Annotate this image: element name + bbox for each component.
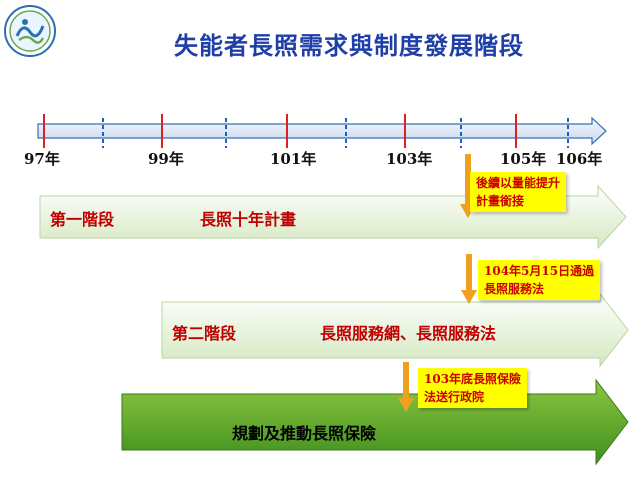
callout-capacity-plan: 後續以量能提升 計畫銜接 xyxy=(470,172,567,212)
timeline-arrow xyxy=(37,116,607,146)
callout-service-act: 104年5月15日通過 長照服務法 xyxy=(478,260,601,300)
callout-2-line-2: 長照服務法 xyxy=(484,282,545,296)
year-label-106: 106年 xyxy=(556,150,603,168)
year-label-105: 105年 xyxy=(500,150,547,168)
callout-1-line-1: 後續以量能提升 xyxy=(476,176,561,190)
timeline xyxy=(0,112,638,152)
phase-2-arrow: 第二階段 長照服務網、長照服務法 xyxy=(160,292,630,368)
callout-3-line-1: 103年底長照保險 xyxy=(424,372,522,386)
year-label-97: 97年 xyxy=(24,150,60,168)
phase-3-content: 規劃及推動長照保險 xyxy=(232,424,377,443)
year-label-99: 99年 xyxy=(148,150,184,168)
down-arrow-2 xyxy=(461,254,477,304)
down-arrow-3 xyxy=(398,362,414,412)
callout-1-line-2: 計畫銜接 xyxy=(476,194,525,208)
year-label-101: 101年 xyxy=(270,150,317,168)
callout-3-line-2: 法送行政院 xyxy=(424,390,485,404)
page-title: 失能者長照需求與制度發展階段 xyxy=(174,31,524,60)
phase-1-content: 長照十年計畫 xyxy=(200,210,297,229)
phase-1-stage: 第一階段 xyxy=(50,210,115,229)
phase-2-content: 長照服務網、長照服務法 xyxy=(320,324,497,343)
phase-2-stage: 第二階段 xyxy=(172,324,237,343)
callout-2-line-1: 104年5月15日通過 xyxy=(484,264,595,278)
ministry-logo xyxy=(3,4,57,58)
phase-3-arrow: 規劃及推動長照保險 xyxy=(120,378,630,466)
year-label-103: 103年 xyxy=(386,150,433,168)
callout-insurance-act: 103年底長照保險 法送行政院 xyxy=(418,368,528,408)
